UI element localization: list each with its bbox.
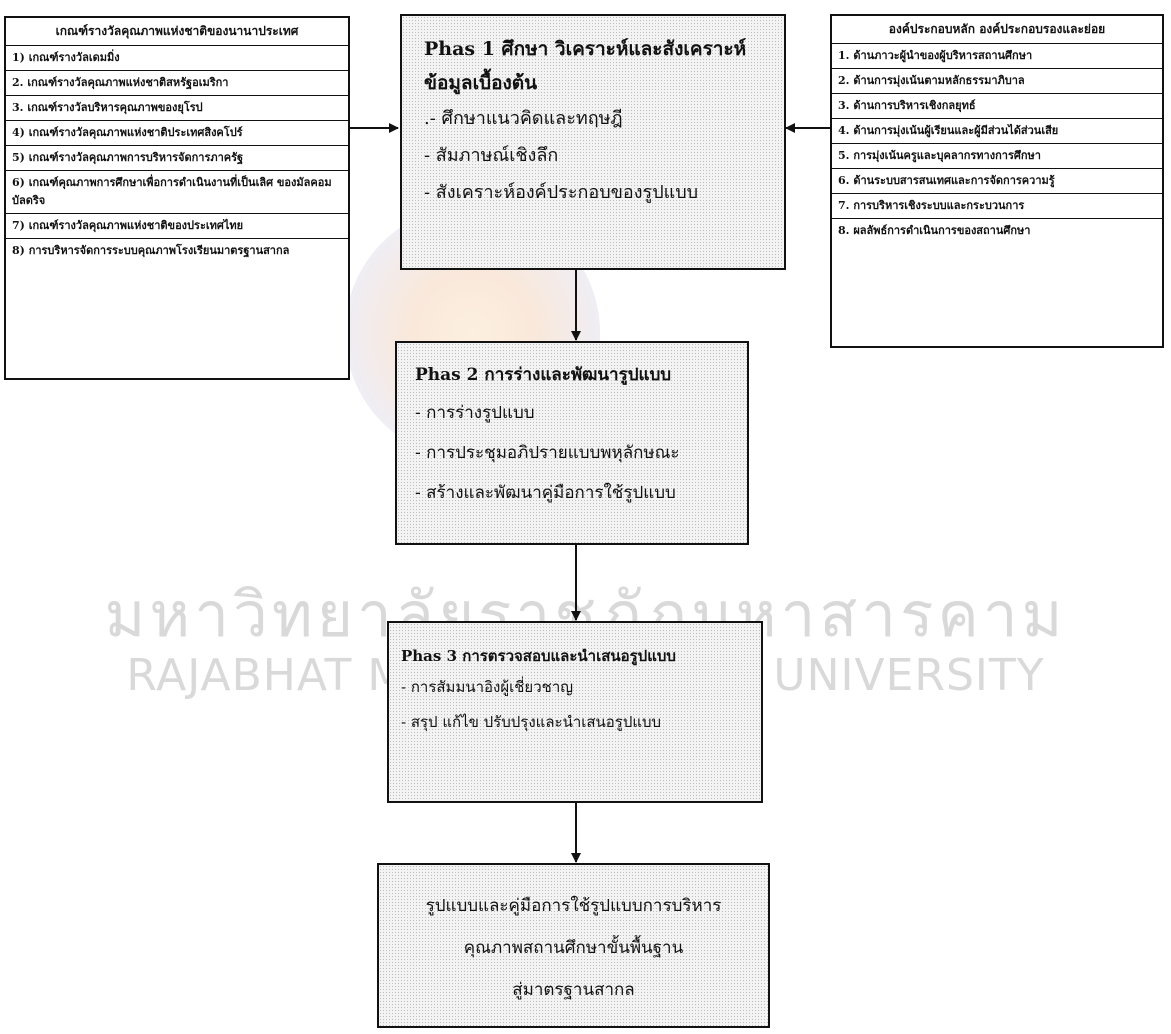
phase1-box: Phas 1 ศึกษา วิเคราะห์และสังเคราะห์ ข้อม… [400, 14, 786, 270]
criteria-item: 1) เกณฑ์รางวัลเดมมิ่ง [6, 46, 348, 71]
component-item: 5. การมุ่งเน้นครูและบุคลากรทางการศึกษา [832, 144, 1162, 169]
phase2-step: - สร้างและพัฒนาคู่มือการใช้รูปแบบ [415, 483, 676, 503]
criteria-box-title: เกณฑ์รางวัลคุณภาพแห่งชาติของนานาประเทศ [6, 18, 348, 46]
output-line: คุณภาพสถานศึกษาขั้นพื้นฐาน [463, 938, 684, 958]
phase2-step: - การร่างรูปแบบ [415, 403, 535, 423]
criteria-item: 7) เกณฑ์รางวัลคุณภาพแห่งชาติของประเทศไทย [6, 214, 348, 239]
component-item: 2. ด้านการมุ่งเน้นตามหลักธรรมาภิบาล [832, 69, 1162, 94]
phase3-step: - การสัมมนาอิงผู้เชี่ยวชาญ [401, 678, 574, 696]
component-item: 6. ด้านระบบสารสนเทศและการจัดการความรู้ [832, 169, 1162, 194]
criteria-item: 5) เกณฑ์รางวัลคุณภาพการบริหารจัดการภาครั… [6, 146, 348, 171]
component-item: 1. ด้านภาวะผู้นำของผู้บริหารสถานศึกษา [832, 44, 1162, 69]
phase2-title: Phas 2 การร่างและพัฒนารูปแบบ [415, 365, 672, 385]
output-line: สู่มาตรฐานสากล [512, 980, 635, 1000]
model-components-box: องค์ประกอบหลัก องค์ประกอบรองและย่อย 1. ด… [830, 14, 1164, 348]
component-item: 3. ด้านการบริหารเชิงกลยุทธ์ [832, 94, 1162, 119]
phase1-step: - สัมภาษณ์เชิงลึก [424, 145, 559, 166]
phase2-step: - การประชุมอภิปรายแบบพหุลักษณะ [415, 443, 680, 463]
phase1-step: - สังเคราะห์องค์ประกอบของรูปแบบ [424, 182, 699, 203]
component-item: 8. ผลลัพธ์การดำเนินการของสถานศึกษา [838, 224, 1031, 237]
phase3-box: Phas 3 การตรวจสอบและนำเสนอรูปแบบ - การสั… [387, 621, 763, 803]
phase1-title-continued: ข้อมูลเบื้องต้น [424, 72, 538, 94]
phase1-title: Phas 1 ศึกษา วิเคราะห์และสังเคราะห์ [424, 38, 747, 60]
criteria-item: 8) การบริหารจัดการระบบคุณภาพโรงเรียนมาตร… [12, 244, 290, 257]
criteria-item: 3. เกณฑ์รางวัลบริหารคุณภาพของยุโรป [6, 96, 348, 121]
component-item: 4. ด้านการมุ่งเน้นผู้เรียนและผู้มีส่วนได… [832, 119, 1162, 144]
criteria-item: 6) เกณฑ์คุณภาพการศึกษาเพื่อการดำเนินงานท… [6, 171, 348, 214]
components-box-title: องค์ประกอบหลัก องค์ประกอบรองและย่อย [832, 16, 1162, 44]
phase3-step: - สรุป แก้ไข ปรับปรุงและนำเสนอรูปแบบ [401, 713, 662, 731]
component-item: 7. การบริหารเชิงระบบและกระบวนการ [832, 194, 1162, 219]
phase1-step: .- ศึกษาแนวคิดและทฤษฎี [424, 108, 623, 129]
phase2-box: Phas 2 การร่างและพัฒนารูปแบบ - การร่างรู… [395, 341, 749, 545]
output-line: รูปแบบและคู่มือการใช้รูปแบบการบริหาร [425, 896, 722, 916]
international-quality-award-criteria-box: เกณฑ์รางวัลคุณภาพแห่งชาติของนานาประเทศ 1… [4, 16, 350, 380]
final-model-output-box: รูปแบบและคู่มือการใช้รูปแบบการบริหาร คุณ… [377, 863, 770, 1028]
phase3-title: Phas 3 การตรวจสอบและนำเสนอรูปแบบ [401, 647, 676, 665]
criteria-item: 4) เกณฑ์รางวัลคุณภาพแห่งชาติประเทศสิงคโป… [6, 121, 348, 146]
criteria-item: 2. เกณฑ์รางวัลคุณภาพแห่งชาติสหรัฐอเมริกา [6, 71, 348, 96]
